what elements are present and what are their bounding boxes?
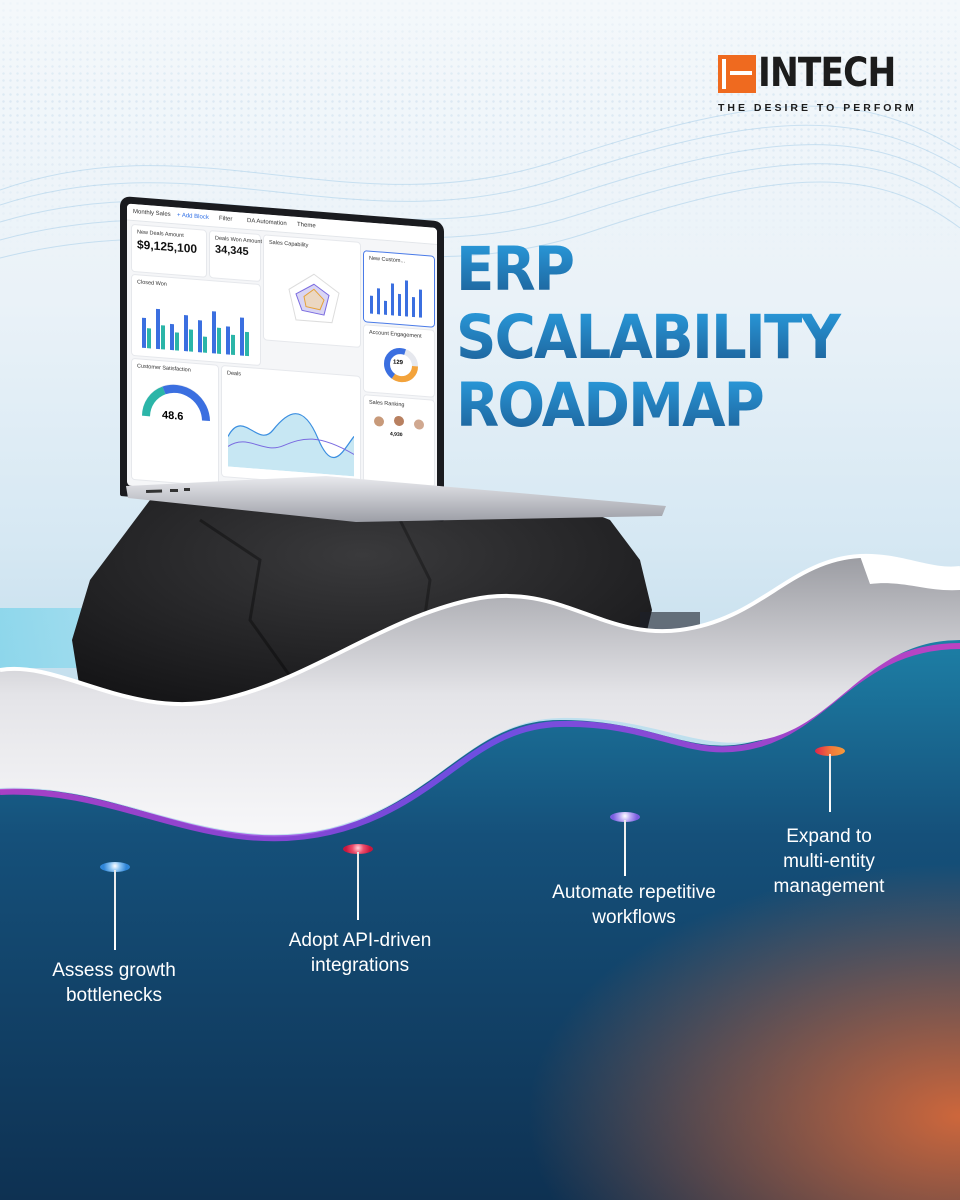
laptop: Monthly Sales + Add Block Filter DA Auto…: [120, 196, 445, 522]
engagement-donut-chart: [384, 348, 418, 383]
milestone-label: Automate repetitive workflows: [514, 880, 754, 930]
milestone-label-line: Automate repetitive: [552, 882, 716, 903]
milestone-label-line: Assess growth: [52, 960, 176, 981]
headline-line-1: ERP: [456, 236, 898, 304]
automation-button[interactable]: DA Automation: [247, 217, 287, 228]
pin-stick: [357, 852, 359, 920]
pin-stick: [114, 870, 116, 950]
ranking-value: 4,930: [390, 431, 403, 439]
headline: ERP SCALABILITY ROADMAP: [456, 236, 936, 440]
filter-button[interactable]: Filter: [219, 215, 233, 223]
deals-won-card: Deals Won Amount 34,345: [209, 230, 262, 283]
gauge-value: 48.6: [162, 409, 184, 423]
laptop-screen-bezel: Monthly Sales + Add Block Filter DA Auto…: [120, 196, 444, 522]
closed-won-bar-chart: [142, 308, 249, 357]
brand-name: INTECH: [758, 50, 896, 96]
milestone-label-line: bottlenecks: [65, 985, 163, 1006]
closed-won-label: Closed Won: [137, 279, 167, 288]
milestone-label-line: workflows: [592, 907, 676, 928]
headline-line-2: SCALABILITY: [456, 304, 898, 372]
dashboard-screen: Monthly Sales + Add Block Filter DA Auto…: [127, 203, 437, 510]
pin-stick: [829, 754, 831, 812]
headline-line-3: ROADMAP: [456, 372, 898, 440]
sales-ranking-card: Sales Ranking 4,930: [363, 394, 435, 488]
satisfaction-gauge: [142, 384, 210, 422]
milestone-label: Adopt API-driven integrations: [250, 928, 470, 978]
pin-marker-icon: [815, 746, 845, 756]
radar-chart: [288, 273, 340, 324]
new-deals-value: $9,125,100: [137, 237, 198, 257]
sales-capability-label: Sales Capability: [269, 239, 309, 249]
avatar: [414, 419, 424, 430]
deals-label: Deals: [227, 370, 242, 378]
milestone-label-line: management: [773, 876, 885, 897]
customer-satisfaction-label: Customer Satisfaction: [137, 363, 191, 374]
deals-area-chart: [228, 413, 354, 477]
dashboard-tab[interactable]: Monthly Sales: [133, 209, 171, 218]
milestone-label-line: Expand to: [786, 826, 872, 847]
pin-marker-icon: [343, 844, 373, 854]
sales-ranking-label: Sales Ranking: [369, 399, 405, 409]
deals-card: Deals: [221, 364, 361, 488]
customer-satisfaction-card: Customer Satisfaction 48.6: [131, 357, 219, 487]
milestone-label-line: Adopt API-driven: [288, 930, 432, 951]
pin-marker-icon: [610, 812, 640, 822]
donut-value: 129: [393, 359, 404, 367]
laptop-base: [126, 476, 666, 522]
intech-logo: INTECH THE DESIRE TO PERFORM: [718, 50, 917, 118]
milestone-label: Expand to multi-entity management: [744, 824, 914, 899]
milestone-label: Assess growth bottlenecks: [24, 958, 204, 1008]
avatar: [394, 415, 404, 427]
avatar: [374, 415, 384, 427]
intech-logo-mark: [718, 55, 756, 93]
brand-tagline: THE DESIRE TO PERFORM: [718, 102, 917, 114]
account-engagement-label: Account Engagement: [369, 329, 422, 340]
pin-marker-icon: [100, 862, 130, 872]
add-block-button[interactable]: + Add Block: [177, 212, 209, 221]
pin-stick: [624, 820, 626, 876]
milestone-label-line: multi-entity: [783, 851, 875, 872]
new-customers-card: New Custom...: [363, 250, 435, 328]
new-customers-label: New Custom...: [369, 255, 406, 265]
deals-won-value: 34,345: [215, 243, 249, 259]
theme-button[interactable]: Theme: [297, 221, 316, 230]
new-deals-card: New Deals Amount $9,125,100: [131, 223, 207, 278]
closed-won-card: Closed Won: [131, 273, 261, 367]
milestone-label-line: integrations: [310, 955, 410, 976]
sales-capability-card: Sales Capability: [263, 234, 361, 348]
account-engagement-card: Account Engagement 129: [363, 324, 435, 398]
customers-bar-chart: [370, 280, 422, 318]
